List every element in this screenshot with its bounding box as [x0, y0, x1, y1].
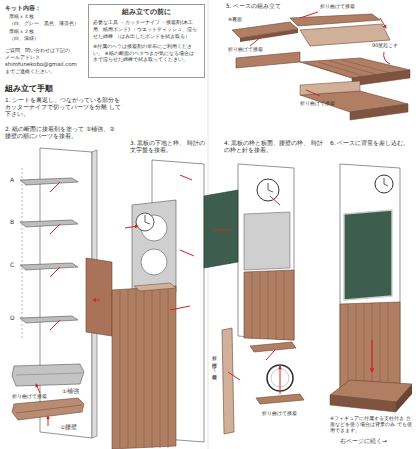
- chalkboard: [204, 190, 238, 268]
- note-label: 折り曲げて接着: [212, 352, 218, 370]
- base-side: [396, 384, 412, 412]
- back-board: [238, 164, 294, 340]
- frame-part: [250, 342, 296, 352]
- frame-part: [256, 394, 304, 404]
- note-label: ※フィギュアに付属する支柱付き 台座などを使う場合は背景のみ でも使用できます。: [330, 416, 414, 434]
- shelf-c: [20, 263, 78, 270]
- glue-arrow: [36, 384, 40, 393]
- base-wall: [300, 81, 360, 95]
- glue-arrow: [48, 416, 49, 426]
- section-heading: 組み立て手順: [5, 84, 105, 94]
- note-label: 折り曲げて接着: [320, 3, 380, 9]
- reinforcement-part: [12, 364, 84, 386]
- callout-letter: C: [10, 261, 20, 269]
- base-part: [236, 52, 300, 68]
- clock-face: [257, 179, 279, 201]
- frame-part: [222, 328, 234, 434]
- box-body: ※付属のヘラは接着剤の塗布にご利用ください。 ※紙の断面のベタつきが気になる場合…: [93, 43, 200, 63]
- note-label: （白、深緑）: [9, 35, 99, 42]
- box-heading: 組み立ての前に: [93, 7, 200, 17]
- glue-arrow: [250, 12, 390, 96]
- note-label: 6. ベースに背景を差し込む。: [330, 140, 414, 147]
- guide-line: [22, 168, 23, 340]
- clock-hands: [384, 178, 388, 186]
- note-label: までご連絡ください。: [5, 68, 95, 75]
- glue-arrow: [214, 196, 280, 394]
- note-label: shirofunekobo@gmail.com: [5, 61, 95, 68]
- shelf-b: [20, 220, 78, 227]
- chalkboard-frame: [244, 212, 290, 270]
- base-front: [352, 70, 410, 86]
- note-label: 折り曲げて接着: [228, 46, 288, 52]
- clock-hands: [145, 215, 150, 224]
- chalkboard: [344, 210, 392, 300]
- note-label: 折り曲げて接着: [262, 410, 322, 416]
- note-label: 5. ベースの組み立て: [226, 3, 316, 10]
- base-part: [290, 14, 380, 26]
- note-label: 折り曲げて接着: [300, 100, 360, 106]
- note-label: メールアドレス: [5, 54, 95, 61]
- note-label: ご質問、問い合わせは下記の: [5, 47, 95, 54]
- note-label: 90度起こす: [372, 42, 412, 48]
- wainscot-grooves: [120, 287, 168, 448]
- base-edge: [240, 29, 298, 42]
- note-label: 右ページに続く→: [340, 437, 414, 445]
- shelf-d: [20, 316, 78, 323]
- callout-letter: D: [10, 314, 20, 322]
- note-label: （白、グレー、黒色、薄茶色）: [9, 20, 99, 27]
- box-body: 必要な工具 ・カッターナイフ ・接着剤(木工用、紙用ボンド) ・ウエットティッシ…: [93, 19, 200, 40]
- note-label: 3. 黒板の下地と枠、 時計の文字盤を接着。: [130, 140, 208, 154]
- fold-line: [16, 405, 82, 413]
- chalkboard-base: [132, 200, 176, 296]
- back-board: [40, 148, 92, 438]
- callout-letter: B: [10, 218, 20, 226]
- note-label: ※裏面: [228, 16, 268, 22]
- glue-arrow: [50, 182, 100, 330]
- insert-arrow: [371, 340, 372, 372]
- fold-line: [16, 373, 82, 375]
- note-label: キット内容：: [5, 4, 95, 12]
- clock-hands: [268, 183, 273, 192]
- note-label: 2. 紙の断面に接着剤を塗って ①補強、②腰壁の順にパーツを接着。: [5, 126, 117, 140]
- note-label: ②腰壁: [60, 424, 100, 431]
- background-board: [340, 164, 400, 398]
- wainscot-grooves: [252, 271, 284, 339]
- base-front: [350, 104, 408, 120]
- note-label: 1. シートを裏返し、つながっている部分を カッターナイフで切ってパーツを分離 …: [5, 97, 123, 119]
- wainscot-panel: [112, 286, 176, 449]
- base-front: [330, 395, 396, 412]
- note-label: ①補強: [62, 388, 102, 395]
- wainscot-cap: [134, 283, 176, 291]
- wainscot-panel: [86, 258, 112, 336]
- note-label: 折り曲げて接着: [12, 393, 72, 399]
- shelf-a: [20, 178, 78, 185]
- clock-hole: [141, 249, 167, 275]
- clock-face: [375, 175, 393, 193]
- clock-face: [136, 213, 154, 231]
- info-box: 組み立ての前に必要な工具 ・カッターナイフ ・接着剤(木工用、紙用ボンド) ・ウ…: [88, 4, 205, 78]
- note-label: 厚紙ｘ４枚: [9, 13, 99, 20]
- glue-arrow: [125, 175, 194, 310]
- callout-letter: A: [10, 176, 20, 184]
- note-label: 厚紙ｘ２枚: [9, 28, 99, 35]
- note-label: 4. 黒板の枠と板面、腰壁の枠、 時計の枠と針を接着。: [224, 140, 326, 154]
- wainscot-panel: [244, 270, 294, 340]
